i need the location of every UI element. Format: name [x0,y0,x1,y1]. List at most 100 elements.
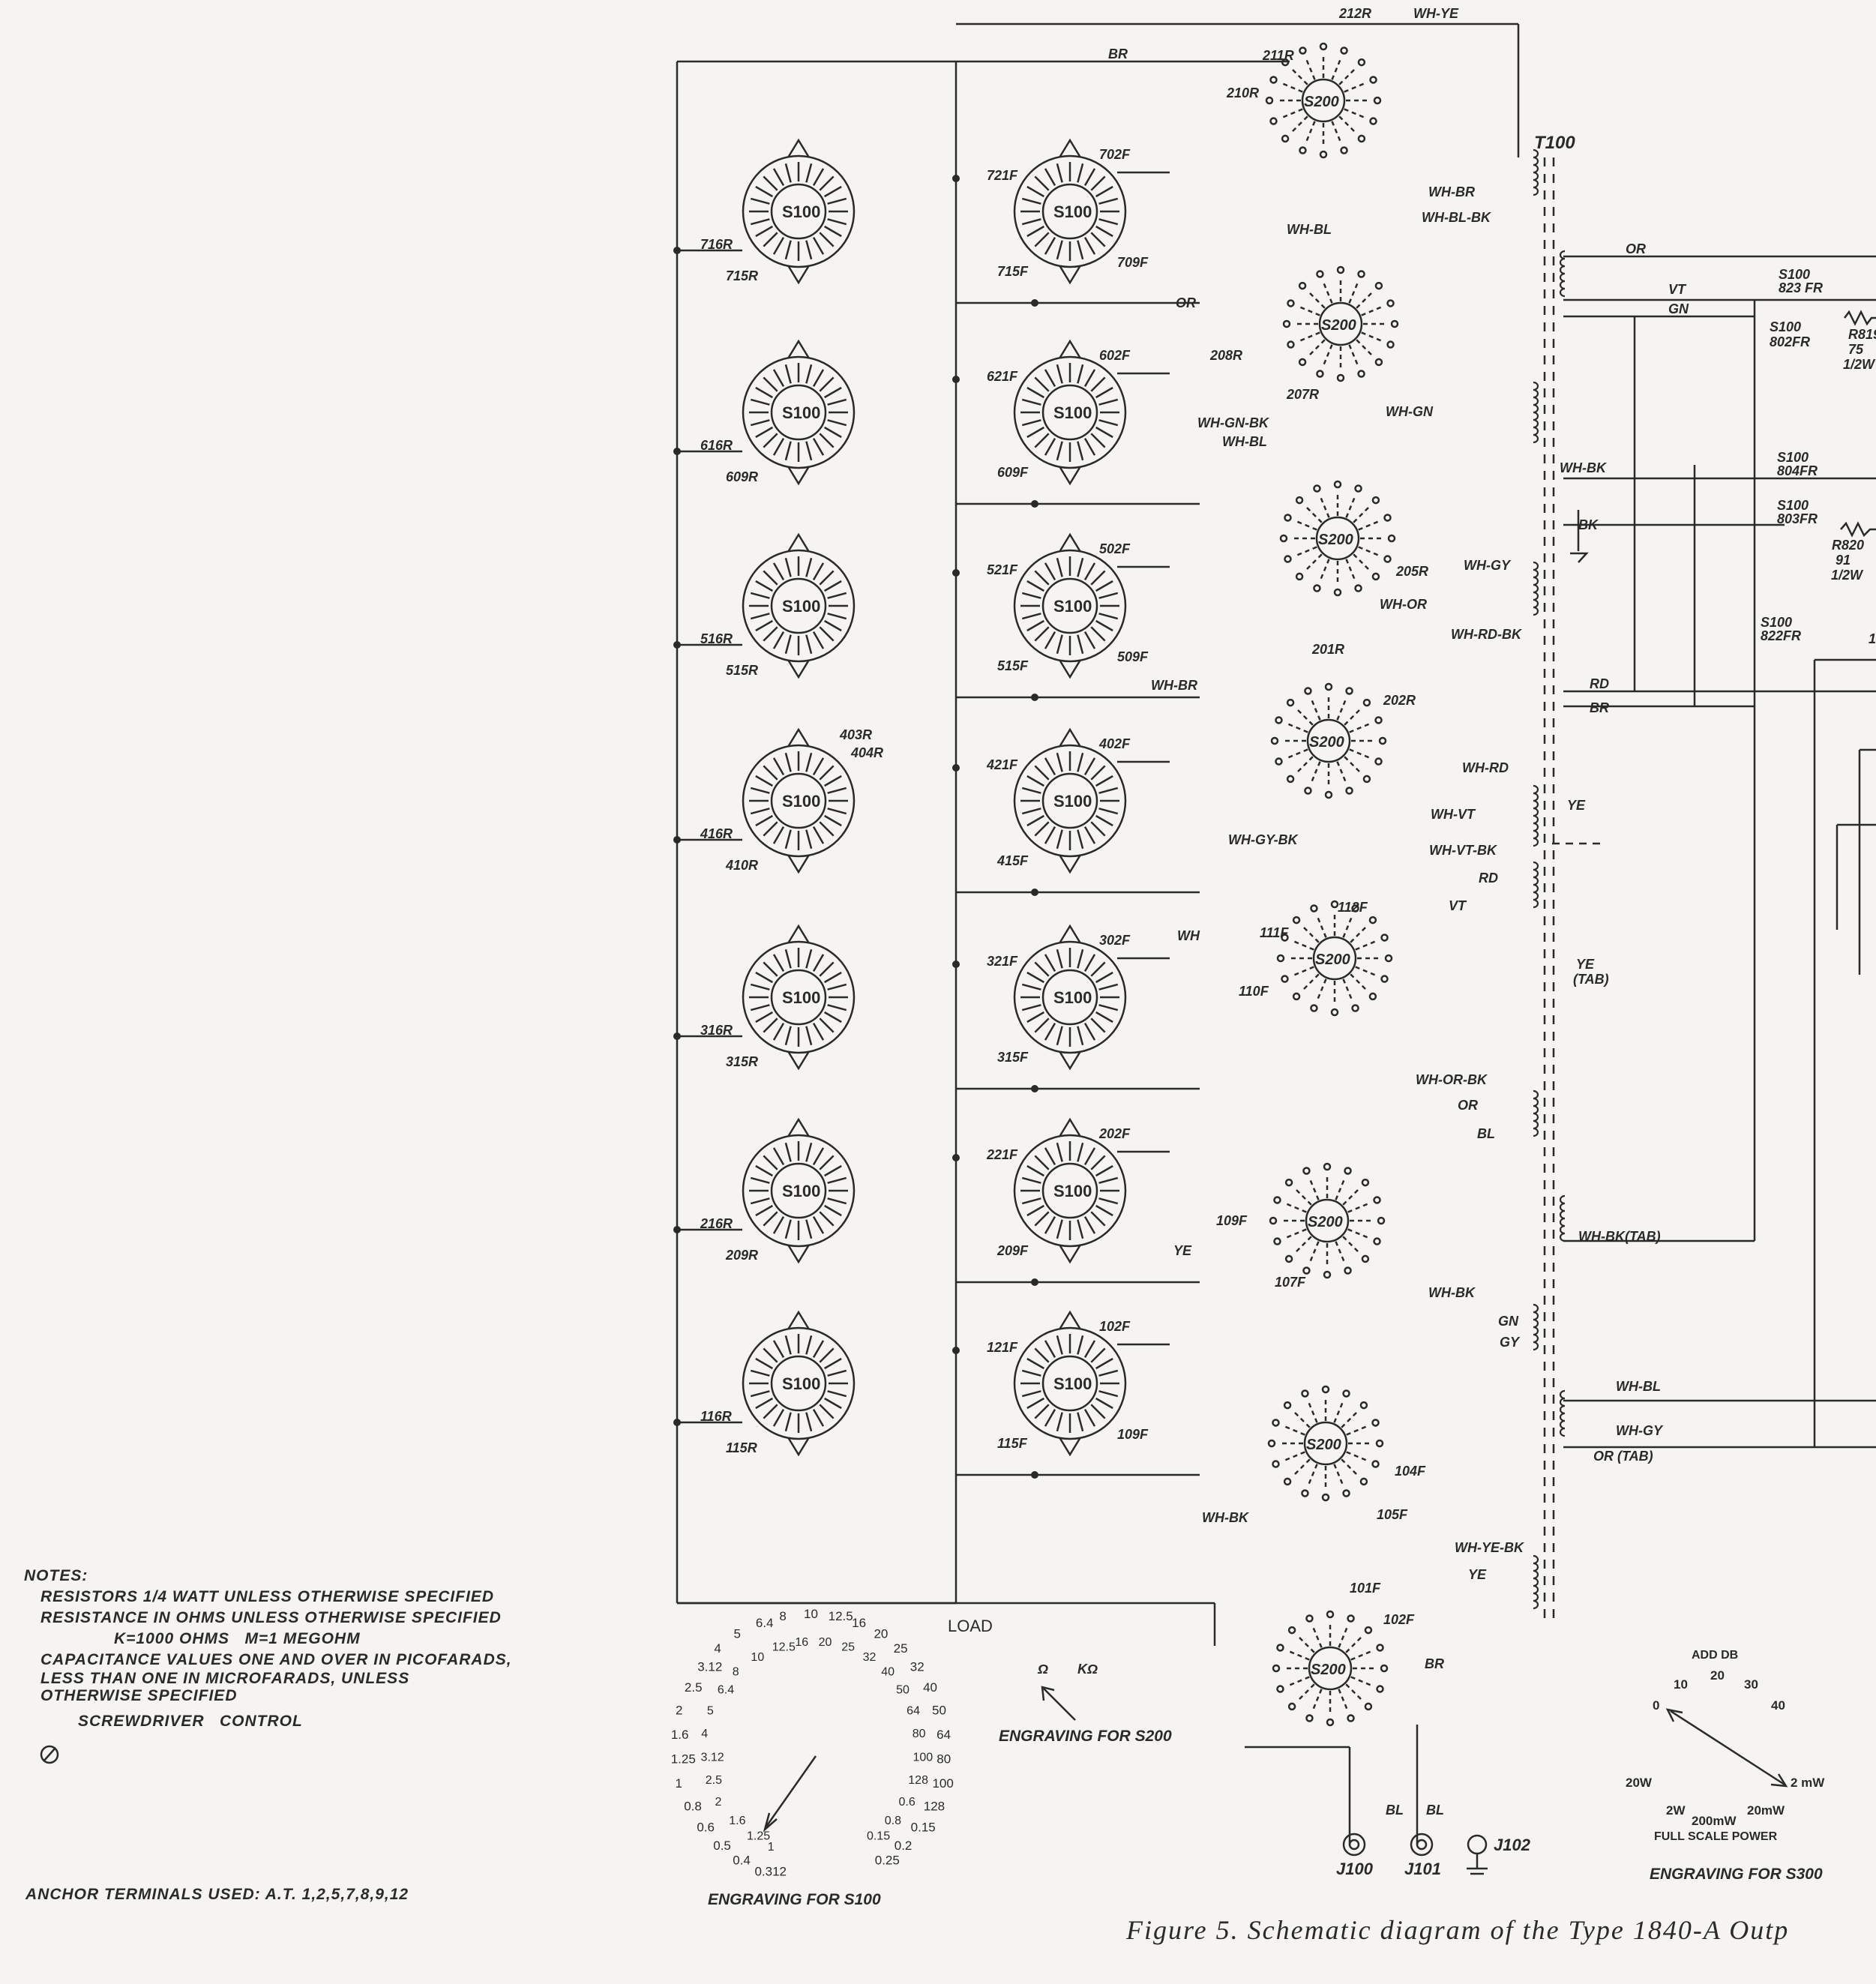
s200-spoke [1311,1625,1323,1648]
r819-name: R819 [1848,327,1876,342]
s200-terminal [1359,1477,1368,1486]
s200-terminal [1298,358,1307,367]
s100-contact [812,757,825,775]
s100-contact [1098,1390,1119,1398]
s100-tab-top [787,339,811,359]
s100-contact [1095,619,1113,632]
s200-spoke [1285,722,1308,733]
s200-terminal [1283,1401,1292,1410]
junction-dot [952,1154,960,1161]
s200-label: S200 [1321,317,1356,334]
s100-inner-ring [770,1162,827,1219]
note-capacitance-2: LESS THAN ONE IN MICROFARADS, UNLESS [40,1670,410,1687]
s200-terminal [1301,1489,1309,1497]
winding [1533,784,1539,847]
s100-contact [1098,218,1119,226]
s100-contact [819,626,835,642]
s300-20w: 20W [1626,1776,1653,1790]
s200-terminal [1305,1714,1314,1722]
s200-terminal [1279,534,1288,543]
s100-contact [784,634,792,655]
wire-color-label: OR [1176,295,1196,310]
s100-contact [1044,168,1056,186]
s200-spoke [1338,115,1357,134]
s100-label: S100 [782,597,820,616]
s100-contact [1056,634,1063,655]
s100-contact [812,631,825,649]
junction-dot [1031,694,1038,701]
s100-label: S100 [782,988,820,1007]
s200-terminal [1276,1685,1284,1693]
s200-terminal-label: 109F [1216,1213,1248,1228]
ref-804-l2: 804FR [1777,463,1818,478]
s100-tab-top [787,1117,811,1137]
s200-spoke [1331,57,1342,80]
s100-contact [755,426,773,439]
s100-contact [1090,961,1106,977]
s100-contact [763,175,778,191]
s100-contact [755,1164,773,1177]
s100-contact [763,1404,778,1419]
s100-contact [1090,1017,1106,1033]
s200-spoke [1291,940,1314,951]
ref-822-l2: 822FR [1761,628,1801,643]
s100-contact [1056,163,1063,183]
s200-spoke [1292,1458,1311,1477]
s100-contact [763,765,778,781]
dial-scale-outer: 0.4 [733,1854,751,1868]
s100-contact [1090,570,1106,586]
s200-spoke [1280,82,1303,93]
s100-inner-ring [1041,183,1098,240]
s200-terminal [1359,1401,1368,1410]
s200-spoke [1345,1683,1364,1702]
wire-color-label: BL [1477,1126,1495,1141]
s200-spoke [1336,697,1347,721]
s200-spoke [1292,1410,1311,1428]
s100-contact [812,237,825,255]
s100-contact [1021,1176,1041,1184]
s200-terminal [1321,1385,1330,1394]
s100-contact [1095,386,1113,399]
dial-scale-inner: 16 [795,1636,808,1649]
s100-contact [1098,197,1119,205]
s200-terminal [1299,46,1307,55]
s100-contact [750,808,770,815]
s200-terminal [1376,1644,1384,1652]
s100-contact [772,1216,785,1234]
r820-name: R820 [1832,538,1864,553]
s200-spoke [1319,559,1330,582]
s100-contact [1056,752,1063,772]
dial-scale-inner: 0.6 [898,1796,915,1809]
s200-terminal [1287,340,1295,349]
s100-switch-deck-l3: S100 [742,727,856,874]
s100-contact [824,225,842,238]
s300-pointer-arrowhead-2 [1770,1773,1788,1788]
s200-spoke [1350,973,1368,992]
s300-pointer-arrowhead-1 [1665,1708,1683,1722]
s100-contact [1095,971,1113,984]
s100-contact [755,814,773,827]
s100-contact [1026,580,1044,592]
dial-scale-inner: 40 [881,1665,895,1678]
s100-contact [772,562,785,580]
s200-spoke [1353,553,1371,572]
dial-scale-inner: 80 [913,1728,926,1740]
s200-spoke [1311,1689,1323,1712]
s100-contact [750,613,770,620]
s100-contact [1077,441,1084,461]
s200-spoke [1336,761,1347,784]
s100-contact [1090,175,1106,191]
s200-terminal [1357,134,1366,143]
r819-value: 75 [1848,342,1864,357]
s100-contact [1021,1390,1041,1398]
s100-tab-top [1058,924,1082,944]
s200-terminal [1369,117,1377,125]
s100-contact [812,1023,825,1041]
s200-spoke [1349,722,1372,733]
s100-contact [1026,775,1044,787]
dial-scale-outer: 0.5 [713,1839,731,1853]
s100-contact [1077,1026,1084,1046]
s100-contact [1026,1204,1044,1217]
s200-terminal [1330,1008,1339,1017]
s100-right-terminal-c: 415F [996,853,1029,868]
